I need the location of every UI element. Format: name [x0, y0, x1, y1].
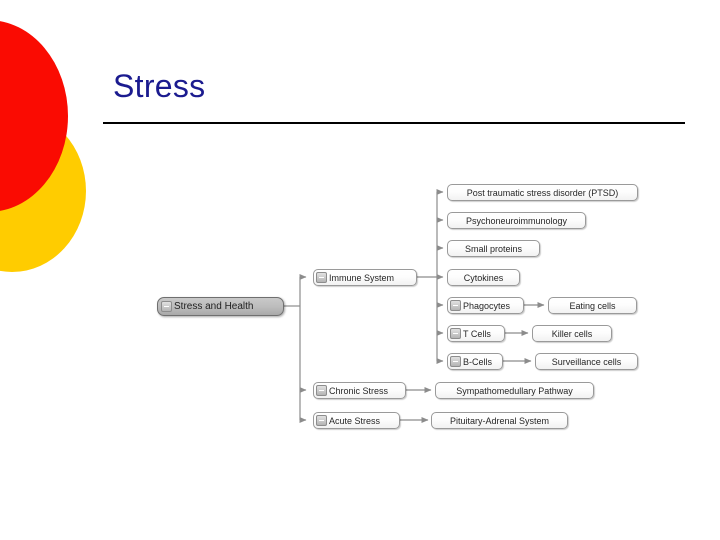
node-stress-and-health[interactable]: Stress and Health — [157, 297, 284, 316]
node-label: Small proteins — [464, 243, 523, 254]
minus-box-icon[interactable] — [450, 356, 461, 367]
node-label: Phagocytes — [463, 300, 511, 311]
minus-box-icon[interactable] — [316, 385, 327, 396]
minus-box-icon[interactable] — [161, 301, 172, 312]
node-eating-cells[interactable]: Eating cells — [548, 297, 637, 314]
node-sympathomedullary-pathway[interactable]: Sympathomedullary Pathway — [435, 382, 594, 399]
node-label: Eating cells — [569, 300, 616, 311]
node-label: Acute Stress — [329, 415, 381, 426]
node-label: Killer cells — [551, 328, 593, 339]
node-b-cells[interactable]: B-Cells — [447, 353, 503, 370]
node-cytokines[interactable]: Cytokines — [447, 269, 520, 286]
node-label: Stress and Health — [174, 301, 254, 312]
node-t-cells[interactable]: T Cells — [447, 325, 505, 342]
node-label: Psychoneuroimmunology — [465, 215, 568, 226]
node-label: B-Cells — [463, 356, 493, 367]
node-pituitary-adrenal-system[interactable]: Pituitary-Adrenal System — [431, 412, 568, 429]
node-label: Cytokines — [463, 272, 504, 283]
node-label: Sympathomedullary Pathway — [456, 385, 573, 396]
page-title: Stress — [113, 68, 206, 104]
title-divider — [103, 122, 685, 124]
node-killer-cells[interactable]: Killer cells — [532, 325, 612, 342]
minus-box-icon[interactable] — [450, 328, 461, 339]
node-surveillance-cells[interactable]: Surveillance cells — [535, 353, 638, 370]
node-label: Pituitary-Adrenal System — [449, 415, 550, 426]
node-label: T Cells — [463, 328, 491, 339]
node-small-proteins[interactable]: Small proteins — [447, 240, 540, 257]
node-phagocytes[interactable]: Phagocytes — [447, 297, 524, 314]
node-label: Post traumatic stress disorder (PTSD) — [466, 187, 619, 198]
node-acute-stress[interactable]: Acute Stress — [313, 412, 400, 429]
minus-box-icon[interactable] — [316, 415, 327, 426]
node-psychoneuroimmunology[interactable]: Psychoneuroimmunology — [447, 212, 586, 229]
minus-box-icon[interactable] — [316, 272, 327, 283]
node-label: Chronic Stress — [329, 385, 389, 396]
node-ptsd[interactable]: Post traumatic stress disorder (PTSD) — [447, 184, 638, 201]
node-label: Surveillance cells — [551, 356, 622, 367]
minus-box-icon[interactable] — [450, 300, 461, 311]
node-label: Immune System — [329, 272, 395, 283]
node-chronic-stress[interactable]: Chronic Stress — [313, 382, 406, 399]
node-immune-system[interactable]: Immune System — [313, 269, 417, 286]
